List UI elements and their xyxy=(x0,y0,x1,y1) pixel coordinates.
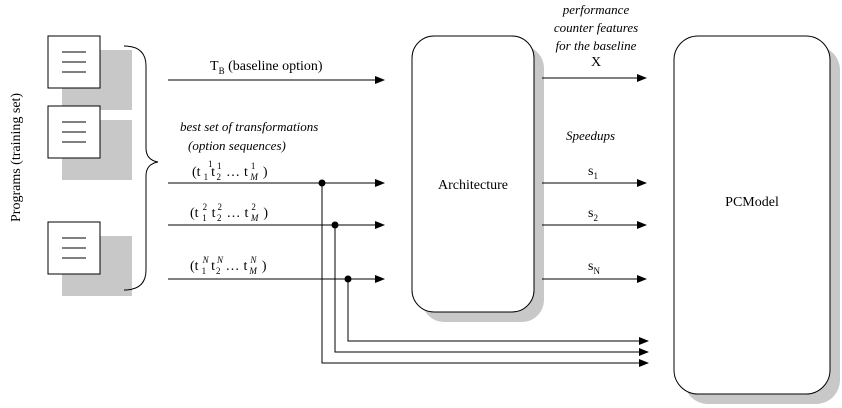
architecture-label: Architecture xyxy=(438,178,508,193)
speedup-2-label: s2 xyxy=(588,206,598,223)
baseline-label: TB (baseline option) xyxy=(210,59,323,76)
speedup-n-label: sN xyxy=(588,259,600,276)
bypass-line-1 xyxy=(321,183,649,367)
pcmodel-box xyxy=(673,35,831,395)
bypass-line-2 xyxy=(334,225,649,356)
best-set-label: best set of transformations xyxy=(180,119,318,134)
architecture-box xyxy=(411,35,535,313)
perf-features-line-1: performance xyxy=(562,2,630,17)
perf-features-var: X xyxy=(591,55,601,70)
perf-features-line-3: for the baseline xyxy=(556,38,637,53)
program-icon-1 xyxy=(47,35,132,110)
speedup-1-label: s1 xyxy=(588,164,598,181)
program-icon-3 xyxy=(47,221,132,296)
bypass-line-3 xyxy=(347,279,649,345)
programs-side-label: Programs (training set) xyxy=(9,93,24,222)
programs-brace xyxy=(123,45,159,291)
sequence-1-sup-1: 1 xyxy=(208,159,213,169)
program-icon-2 xyxy=(47,105,132,180)
perf-features-line-2: counter features xyxy=(554,20,638,35)
pcmodel-label: PCModel xyxy=(725,195,779,210)
option-sequences-label: (option sequences) xyxy=(188,138,286,153)
speedups-title: Speedups xyxy=(566,128,615,143)
